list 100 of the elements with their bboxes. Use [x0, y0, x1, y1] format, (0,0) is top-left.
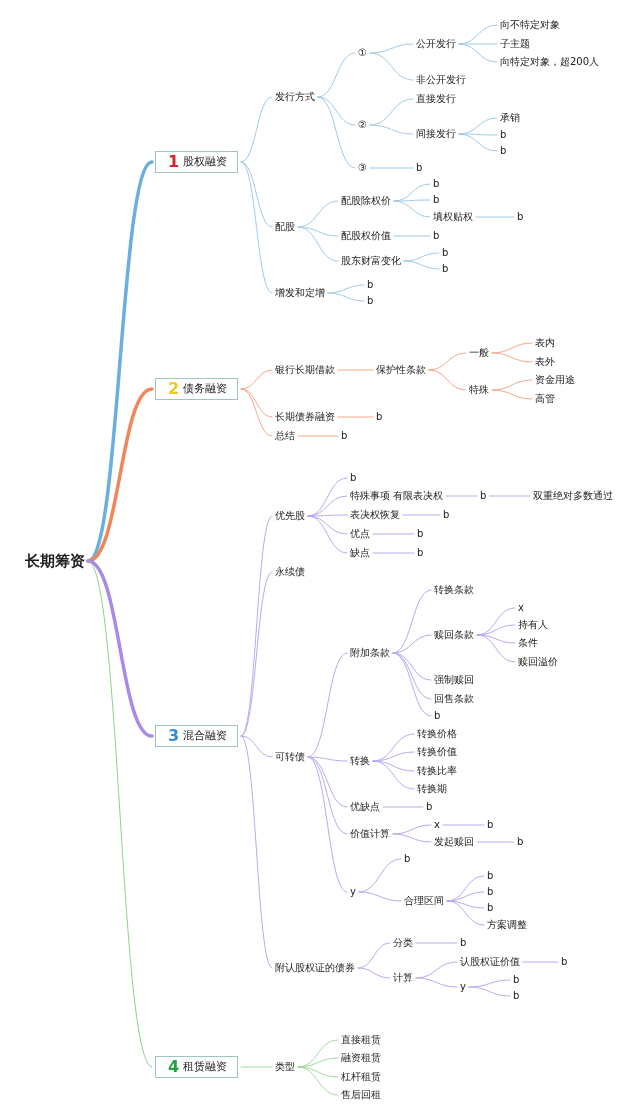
topic-text: y — [460, 981, 466, 993]
connector-line — [491, 352, 533, 363]
connector-line — [297, 1066, 339, 1078]
connector-line — [240, 735, 273, 758]
topic-text: b — [341, 430, 348, 442]
connector-line — [240, 571, 273, 737]
branch-box — [155, 725, 239, 747]
branch-title: 股权融资 — [183, 155, 228, 169]
topic-text: 优缺点 — [350, 801, 380, 813]
topic-text: 类型 — [275, 1061, 295, 1073]
topic-text: 优先股 — [275, 510, 305, 522]
topic-text: b — [367, 279, 374, 291]
topic-text: 间接发行 — [416, 128, 456, 140]
topic-text: 赎回条款 — [434, 629, 474, 641]
connector-line — [240, 735, 273, 969]
topic-text: y — [350, 886, 356, 898]
topic-text: b — [513, 990, 520, 1002]
connector-line — [240, 161, 273, 294]
connector-line — [297, 1066, 339, 1096]
topic-text: 融资租赁 — [341, 1052, 381, 1064]
topic-text: b — [517, 211, 524, 223]
connector-line — [428, 369, 467, 391]
connector-line — [297, 226, 339, 237]
topic-text: 杠杆租赁 — [341, 1071, 381, 1083]
topic-text: b — [460, 937, 467, 949]
topic-text: 总结 — [275, 430, 295, 442]
connector-line — [468, 986, 511, 997]
topic-text: 表决权恢复 — [350, 509, 400, 521]
topic-text: 公开发行 — [416, 38, 456, 50]
connector-line — [491, 342, 533, 354]
connector-line — [392, 652, 432, 681]
topic-text: 附认股权证的债券 — [275, 962, 355, 974]
topic-text: b — [433, 178, 440, 190]
topic-text: b — [513, 974, 520, 986]
topic-text: b — [487, 870, 494, 882]
topic-text: b — [433, 194, 440, 206]
connector-line — [317, 52, 356, 98]
branch-box — [155, 1056, 239, 1078]
topic-text: 填权贴权 — [433, 211, 473, 223]
topic-text: 表内 — [535, 337, 555, 349]
topic-text: 优点 — [350, 528, 370, 540]
topic-text: 持有人 — [518, 619, 548, 631]
topic-text: 银行长期借款 — [275, 364, 335, 376]
connector-line — [369, 43, 414, 54]
topic-text: 向不特定对象 — [500, 19, 560, 31]
topic-text: 转换价格 — [417, 728, 457, 740]
connector-line — [369, 124, 414, 135]
topic-text: 表外 — [535, 356, 555, 368]
connector-line — [372, 751, 415, 762]
topic-text: 股东财富变化 — [341, 255, 401, 267]
topic-text: 子主题 — [500, 38, 530, 50]
topic-text: x — [518, 602, 524, 614]
topic-text: 永续债 — [275, 566, 305, 578]
topic-text: b — [404, 853, 411, 865]
topic-text: b — [433, 230, 440, 242]
connector-line — [337, 369, 374, 371]
connector-line — [240, 515, 273, 737]
branch-box — [155, 151, 239, 173]
connector-line — [337, 416, 374, 418]
topic-text: b — [417, 547, 424, 559]
topic-text: b — [487, 902, 494, 914]
connector-line — [240, 96, 273, 163]
topic-text: 特殊事项 有限表决权 — [350, 490, 444, 502]
topic-text: 售后回租 — [341, 1089, 381, 1101]
connector-line — [369, 167, 414, 169]
topic-text: 转换 — [350, 755, 370, 767]
connector-line — [307, 756, 348, 893]
topic-text: 转换期 — [417, 783, 447, 795]
topic-text: 一般 — [469, 347, 489, 359]
topic-text: b — [500, 145, 507, 157]
topic-text: 配股权价值 — [341, 230, 391, 242]
connector-line — [393, 200, 431, 218]
connector-line — [403, 260, 440, 270]
branch-number: 4 — [168, 1059, 180, 1075]
topic-text: b — [487, 819, 494, 831]
connector-line — [317, 96, 356, 169]
connector-line — [476, 841, 515, 843]
topic-text: 双重绝对多数通过 — [533, 490, 613, 502]
topic-text: b — [480, 490, 487, 502]
topic-text: 回售条款 — [434, 693, 474, 705]
topic-text: 方案调整 — [487, 919, 527, 931]
topic-text: x — [434, 819, 440, 831]
connector-line — [86, 559, 154, 738]
topic-text: b — [350, 472, 357, 484]
topic-text: 条件 — [518, 637, 538, 649]
connector-line — [240, 369, 273, 390]
topic-text: 强制赎回 — [434, 674, 474, 686]
topic-text: b — [443, 509, 450, 521]
topic-text: b — [442, 247, 449, 259]
topic-text: 附加条款 — [350, 647, 390, 659]
topic-text: b — [434, 710, 441, 722]
connector-line — [240, 1066, 273, 1068]
connector-line — [240, 388, 273, 437]
branch-box — [155, 378, 239, 400]
connector-line — [446, 900, 485, 926]
connector-line — [357, 942, 391, 969]
connector-line — [327, 292, 365, 302]
connector-line — [415, 942, 458, 944]
topic-text: 缺点 — [350, 547, 370, 559]
connector-line — [446, 891, 485, 902]
